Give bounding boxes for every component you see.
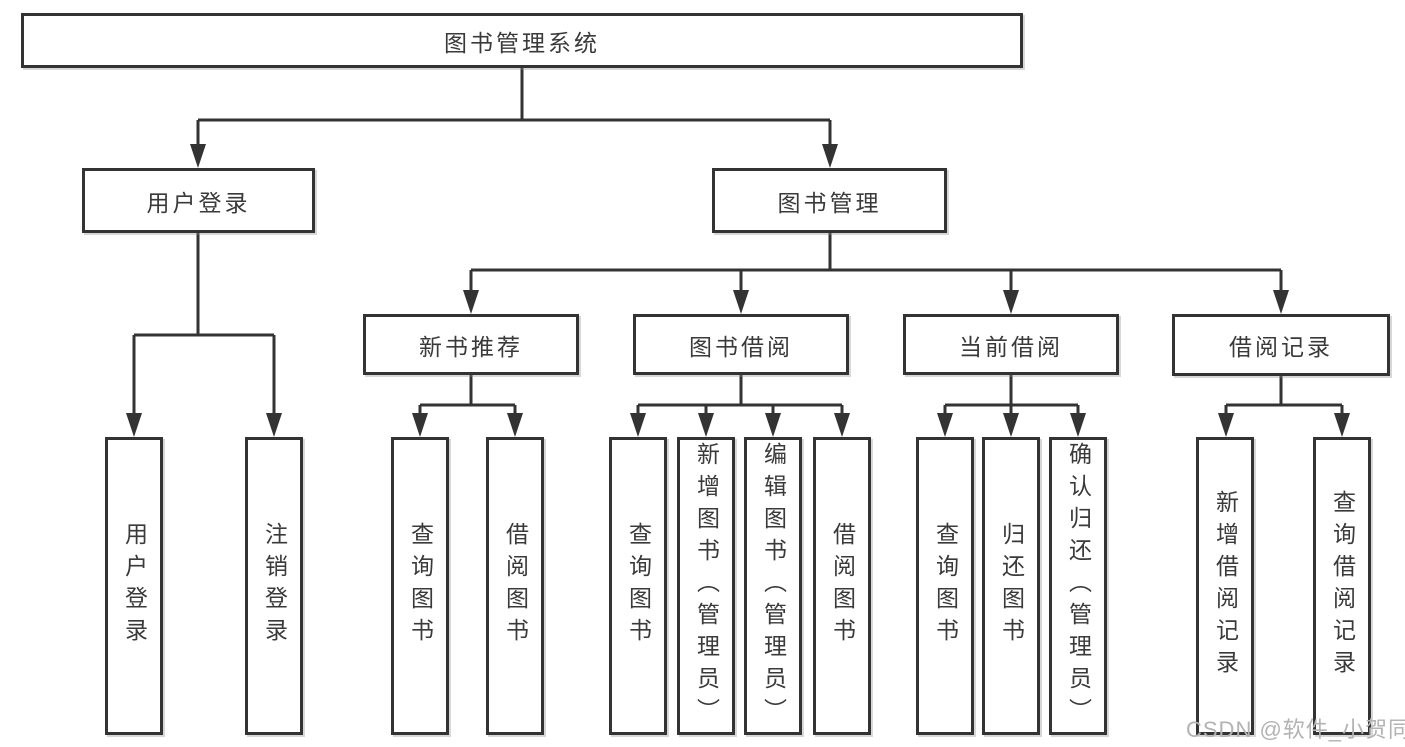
leaf-label: 借阅图书 bbox=[502, 522, 529, 650]
leaf-recommend-query-books: 查询图书 bbox=[391, 437, 449, 735]
node-label: 当前借阅 bbox=[959, 333, 1063, 360]
leaf-user-login: 用户登录 bbox=[105, 437, 163, 735]
watermark: CSDN @软件_小贺同学 bbox=[1186, 717, 1405, 742]
leaf-label: 用户登录 bbox=[121, 522, 148, 650]
arrow-down-icon bbox=[834, 413, 850, 437]
connector-new-book-recommend-to-leaves bbox=[412, 375, 523, 437]
arrow-down-icon bbox=[507, 413, 523, 437]
leaf-return-books: 归还图书 bbox=[982, 437, 1040, 735]
arrow-down-icon bbox=[630, 413, 646, 437]
node-library-management-system: 图书管理系统 bbox=[21, 13, 1023, 68]
leaf-borrow-books: 借阅图书 bbox=[813, 437, 871, 735]
connector-book-management-to-level3 bbox=[463, 233, 1289, 314]
leaf-label: 查询借阅记录 bbox=[1329, 490, 1356, 682]
leaf-label: 查询图书 bbox=[625, 522, 652, 650]
leaf-add-books-admin: 新增图书（管理员） bbox=[677, 437, 735, 735]
leaf-label: 查询图书 bbox=[932, 522, 959, 650]
node-label: 借阅记录 bbox=[1229, 334, 1333, 360]
leaf-label: 归还图书 bbox=[998, 522, 1025, 650]
connector-book-borrow-to-leaves bbox=[630, 375, 850, 437]
leaf-query-borrow-record: 查询借阅记录 bbox=[1313, 437, 1371, 735]
arrow-down-icon bbox=[463, 290, 479, 314]
node-book-management: 图书管理 bbox=[712, 168, 947, 233]
arrow-down-icon bbox=[1218, 413, 1234, 437]
leaf-label: 借阅图书 bbox=[829, 522, 856, 650]
arrow-down-icon bbox=[266, 413, 282, 437]
arrow-down-icon bbox=[1070, 413, 1086, 437]
arrow-down-icon bbox=[698, 413, 714, 437]
node-user-login: 用户登录 bbox=[82, 168, 315, 233]
arrow-down-icon bbox=[126, 413, 142, 437]
leaf-logout-login: 注销登录 bbox=[245, 437, 303, 735]
arrow-down-icon bbox=[765, 413, 781, 437]
arrow-down-icon bbox=[412, 413, 428, 437]
node-current-borrow: 当前借阅 bbox=[903, 314, 1119, 375]
arrow-down-icon bbox=[1003, 290, 1019, 314]
node-new-book-recommend: 新书推荐 bbox=[363, 314, 579, 375]
node-label: 图书管理 bbox=[777, 189, 882, 216]
leaf-label: 新增借阅记录 bbox=[1212, 490, 1239, 682]
leaf-recommend-borrow-books: 借阅图书 bbox=[486, 437, 544, 735]
arrow-down-icon bbox=[1003, 413, 1019, 437]
leaf-add-borrow-record: 新增借阅记录 bbox=[1196, 437, 1254, 735]
arrow-down-icon bbox=[1334, 413, 1350, 437]
node-book-borrow: 图书借阅 bbox=[633, 314, 849, 375]
connector-borrow-records-to-leaves bbox=[1218, 376, 1350, 437]
arrow-down-icon bbox=[937, 413, 953, 437]
node-label: 用户登录 bbox=[146, 189, 251, 216]
leaf-label: 编辑图书（管理员） bbox=[760, 442, 787, 730]
node-label: 图书管理系统 bbox=[444, 29, 600, 56]
arrow-down-icon bbox=[190, 144, 206, 168]
leaf-label: 确认归还（管理员） bbox=[1065, 442, 1092, 730]
connector-current-borrow-to-leaves bbox=[937, 375, 1086, 437]
arrow-down-icon bbox=[822, 144, 838, 168]
leaf-confirm-return-admin: 确认归还（管理员） bbox=[1049, 437, 1107, 735]
node-label: 图书借阅 bbox=[689, 333, 793, 360]
leaf-label: 新增图书（管理员） bbox=[693, 442, 720, 730]
leaf-label: 查询图书 bbox=[407, 522, 434, 650]
connector-user-login-to-leaves bbox=[126, 233, 282, 437]
node-borrow-records: 借阅记录 bbox=[1172, 314, 1390, 376]
node-label: 新书推荐 bbox=[419, 333, 523, 360]
leaf-borrow-query-books: 查询图书 bbox=[609, 437, 667, 735]
leaf-edit-books-admin: 编辑图书（管理员） bbox=[744, 437, 802, 735]
leaf-label: 注销登录 bbox=[261, 522, 288, 650]
leaf-current-query-books: 查询图书 bbox=[916, 437, 974, 735]
connector-root-to-level2 bbox=[190, 68, 838, 168]
arrow-down-icon bbox=[733, 290, 749, 314]
arrow-down-icon bbox=[1273, 290, 1289, 314]
